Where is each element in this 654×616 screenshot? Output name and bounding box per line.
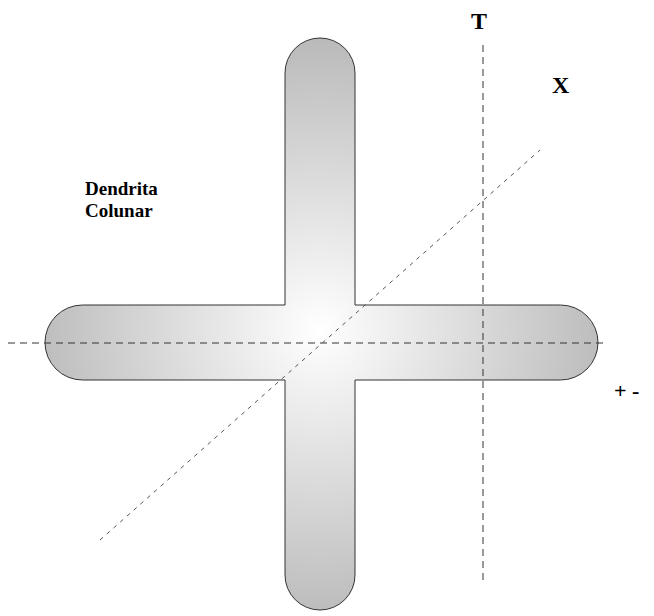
sign-label: + - bbox=[614, 378, 639, 403]
axis-label: T bbox=[471, 8, 487, 36]
horizontal-axis bbox=[8, 343, 606, 344]
diagonal-axis bbox=[100, 150, 540, 540]
columnar-dendrite bbox=[45, 38, 598, 610]
temperature-axis bbox=[483, 45, 484, 580]
part-name: Dendrita Colunar bbox=[85, 178, 165, 222]
axis-label: X bbox=[552, 72, 569, 100]
